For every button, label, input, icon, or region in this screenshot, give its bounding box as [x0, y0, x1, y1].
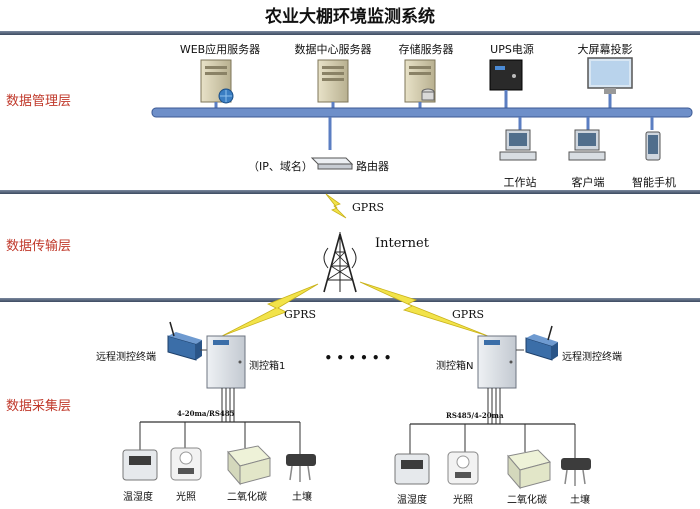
sensor-co2-right-icon: [507, 449, 551, 490]
router-label: 路由器: [356, 159, 389, 173]
terminal-label-left: 远程测控终端: [96, 350, 156, 363]
sensor-label-right-temp: 温湿度: [397, 493, 427, 506]
sensor-soil-left-icon: [286, 454, 316, 482]
sensor-label-right-co2: 二氧化碳: [507, 493, 547, 506]
sensor-label-left-soil: 土壤: [292, 490, 312, 503]
projector-screen-icon: [587, 57, 633, 94]
gprs-label-top: GPRS: [352, 201, 384, 214]
sensor-light-right-icon: [447, 451, 479, 485]
web-server-icon: [200, 59, 234, 104]
network-backbone: [151, 107, 693, 118]
control-box-left: [206, 335, 246, 389]
separator-middle: [0, 190, 700, 194]
diagram-title: 农业大棚环境监测系统: [264, 6, 435, 27]
router-icon: [310, 157, 354, 170]
internet-label: Internet: [375, 236, 430, 251]
remote-terminal-right-icon: [525, 325, 558, 361]
layer-label-collection: 数据采集层: [6, 398, 71, 414]
bus-right: [409, 388, 576, 458]
layer-label-management: 数据管理层: [6, 94, 71, 109]
server-label-storage: 存储服务器: [399, 42, 454, 56]
server-label-web: WEB应用服务器: [180, 42, 260, 56]
storage-server-icon: [404, 59, 436, 103]
sensor-co2-left-icon: [227, 445, 271, 486]
boxes-ellipsis: • • • • • •: [325, 351, 392, 365]
ups-icon: [489, 59, 523, 91]
client-label-smartphone: 智能手机: [632, 175, 676, 189]
separator-bottom: [0, 298, 700, 302]
smartphone-icon: [645, 131, 661, 161]
client-label-workstation: 工作站: [504, 175, 537, 189]
gprs-label-right: GPRS: [452, 308, 484, 321]
sensor-soil-right-icon: [561, 458, 591, 486]
control-box-left-label: 测控箱1: [249, 359, 285, 372]
sensor-temp-humidity-left-icon: [122, 449, 158, 481]
ups-label: UPS电源: [490, 42, 534, 56]
separator-top: [0, 31, 700, 35]
sensor-temp-humidity-right-icon: [394, 453, 430, 485]
sensor-light-left-icon: [170, 447, 202, 481]
router-note: （IP、域名）: [248, 159, 313, 173]
internet-tower-icon: [323, 232, 357, 293]
datacenter-server-icon: [317, 59, 349, 103]
terminal-label-right: 远程测控终端: [562, 350, 622, 363]
remote-terminal-left-icon: [167, 321, 202, 361]
sensor-label-left-light: 光照: [176, 490, 196, 503]
bus-right-label: RS485/4-20ma: [446, 411, 504, 420]
lightning-top-icon: [325, 193, 347, 219]
sensor-label-left-co2: 二氧化碳: [227, 490, 267, 503]
client-pc-icon: [568, 129, 606, 161]
control-box-right-label: 测控箱N: [436, 359, 473, 372]
sensor-label-right-light: 光照: [453, 493, 473, 506]
projector-label: 大屏幕投影: [578, 42, 633, 56]
layer-label-transmission: 数据传输层: [6, 238, 71, 254]
bus-left: [139, 388, 301, 454]
workstation-icon: [499, 129, 537, 161]
client-label-client: 客户端: [572, 175, 605, 189]
gprs-label-left: GPRS: [284, 308, 316, 321]
control-box-right: [477, 335, 517, 389]
sensor-label-right-soil: 土壤: [570, 493, 590, 506]
sensor-label-left-temp: 温湿度: [123, 490, 153, 503]
server-label-datacenter: 数据中心服务器: [295, 42, 372, 56]
bus-left-label: 4-20ma/RS485: [177, 409, 235, 418]
